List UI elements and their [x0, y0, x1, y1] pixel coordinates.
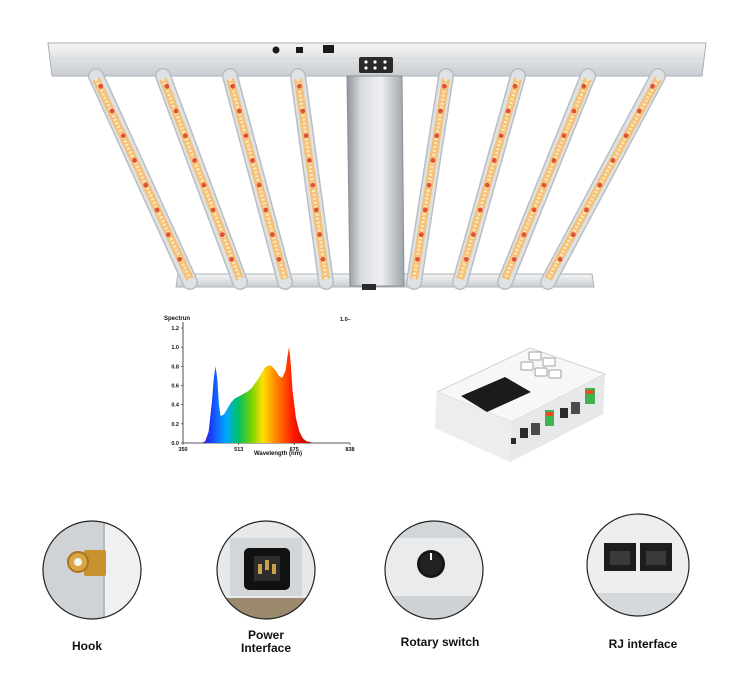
- controller-ports: [511, 388, 595, 444]
- y-tick-label: 0.2: [171, 422, 179, 428]
- rotary-switch-label: Rotary switch: [400, 635, 480, 649]
- led-bar: [290, 68, 334, 290]
- rj-interface-label: RJ interface: [608, 637, 678, 651]
- chart-legend-label: 1.0–: [340, 317, 351, 323]
- led-bar: [222, 68, 293, 290]
- chart-title: Spectrun: [164, 316, 190, 322]
- led-bar: [452, 68, 526, 290]
- y-tick-label: 0.8: [171, 364, 179, 370]
- power-interface-detail-image: [216, 520, 316, 620]
- top-rail-port-icon: [323, 45, 334, 53]
- top-rail-port-icon: [296, 47, 303, 53]
- x-axis-label: Wavelength (nm): [254, 451, 302, 457]
- rotary-switch-detail-image: [384, 520, 484, 620]
- spectrum-area: [201, 347, 314, 443]
- rj45-port-icon: [604, 543, 636, 571]
- controller-device: [435, 347, 607, 462]
- controller-buttons: [520, 351, 562, 379]
- y-tick-label: 0.0: [171, 441, 179, 447]
- spectrum-chart: Spectrun 1.0– 0.0 0.2 0.4 0.6 0.8 1.0 1.2 350 5…: [164, 316, 355, 457]
- hook-label: Hook: [72, 639, 102, 653]
- controller-screen: [461, 377, 531, 412]
- led-bar: [88, 68, 198, 290]
- led-bar: [497, 68, 596, 290]
- x-tick-label: 513: [234, 447, 243, 453]
- power-interface-label: Power Interface: [240, 628, 292, 655]
- grow-light-fixture: [47, 42, 707, 290]
- led-bar: [406, 68, 454, 290]
- rj45-port-icon: [640, 543, 672, 571]
- y-tick-label: 0.4: [171, 403, 180, 409]
- x-tick-label: 838: [345, 447, 354, 453]
- x-tick-label: 350: [178, 447, 187, 453]
- top-rail-knob-icon: [272, 46, 280, 54]
- hook-detail-image: [42, 520, 142, 620]
- x-tick-label: 675: [290, 447, 299, 453]
- y-tick-label: 1.0: [171, 345, 179, 351]
- led-bar: [155, 68, 248, 290]
- led-bar: [540, 68, 666, 290]
- y-tick-label: 1.2: [171, 326, 179, 332]
- hook-icon: [84, 550, 106, 576]
- rj-interface-detail-image: [586, 513, 690, 617]
- driver-box: [346, 57, 405, 290]
- y-tick-label: 0.6: [171, 384, 179, 390]
- led-bars: [88, 68, 666, 290]
